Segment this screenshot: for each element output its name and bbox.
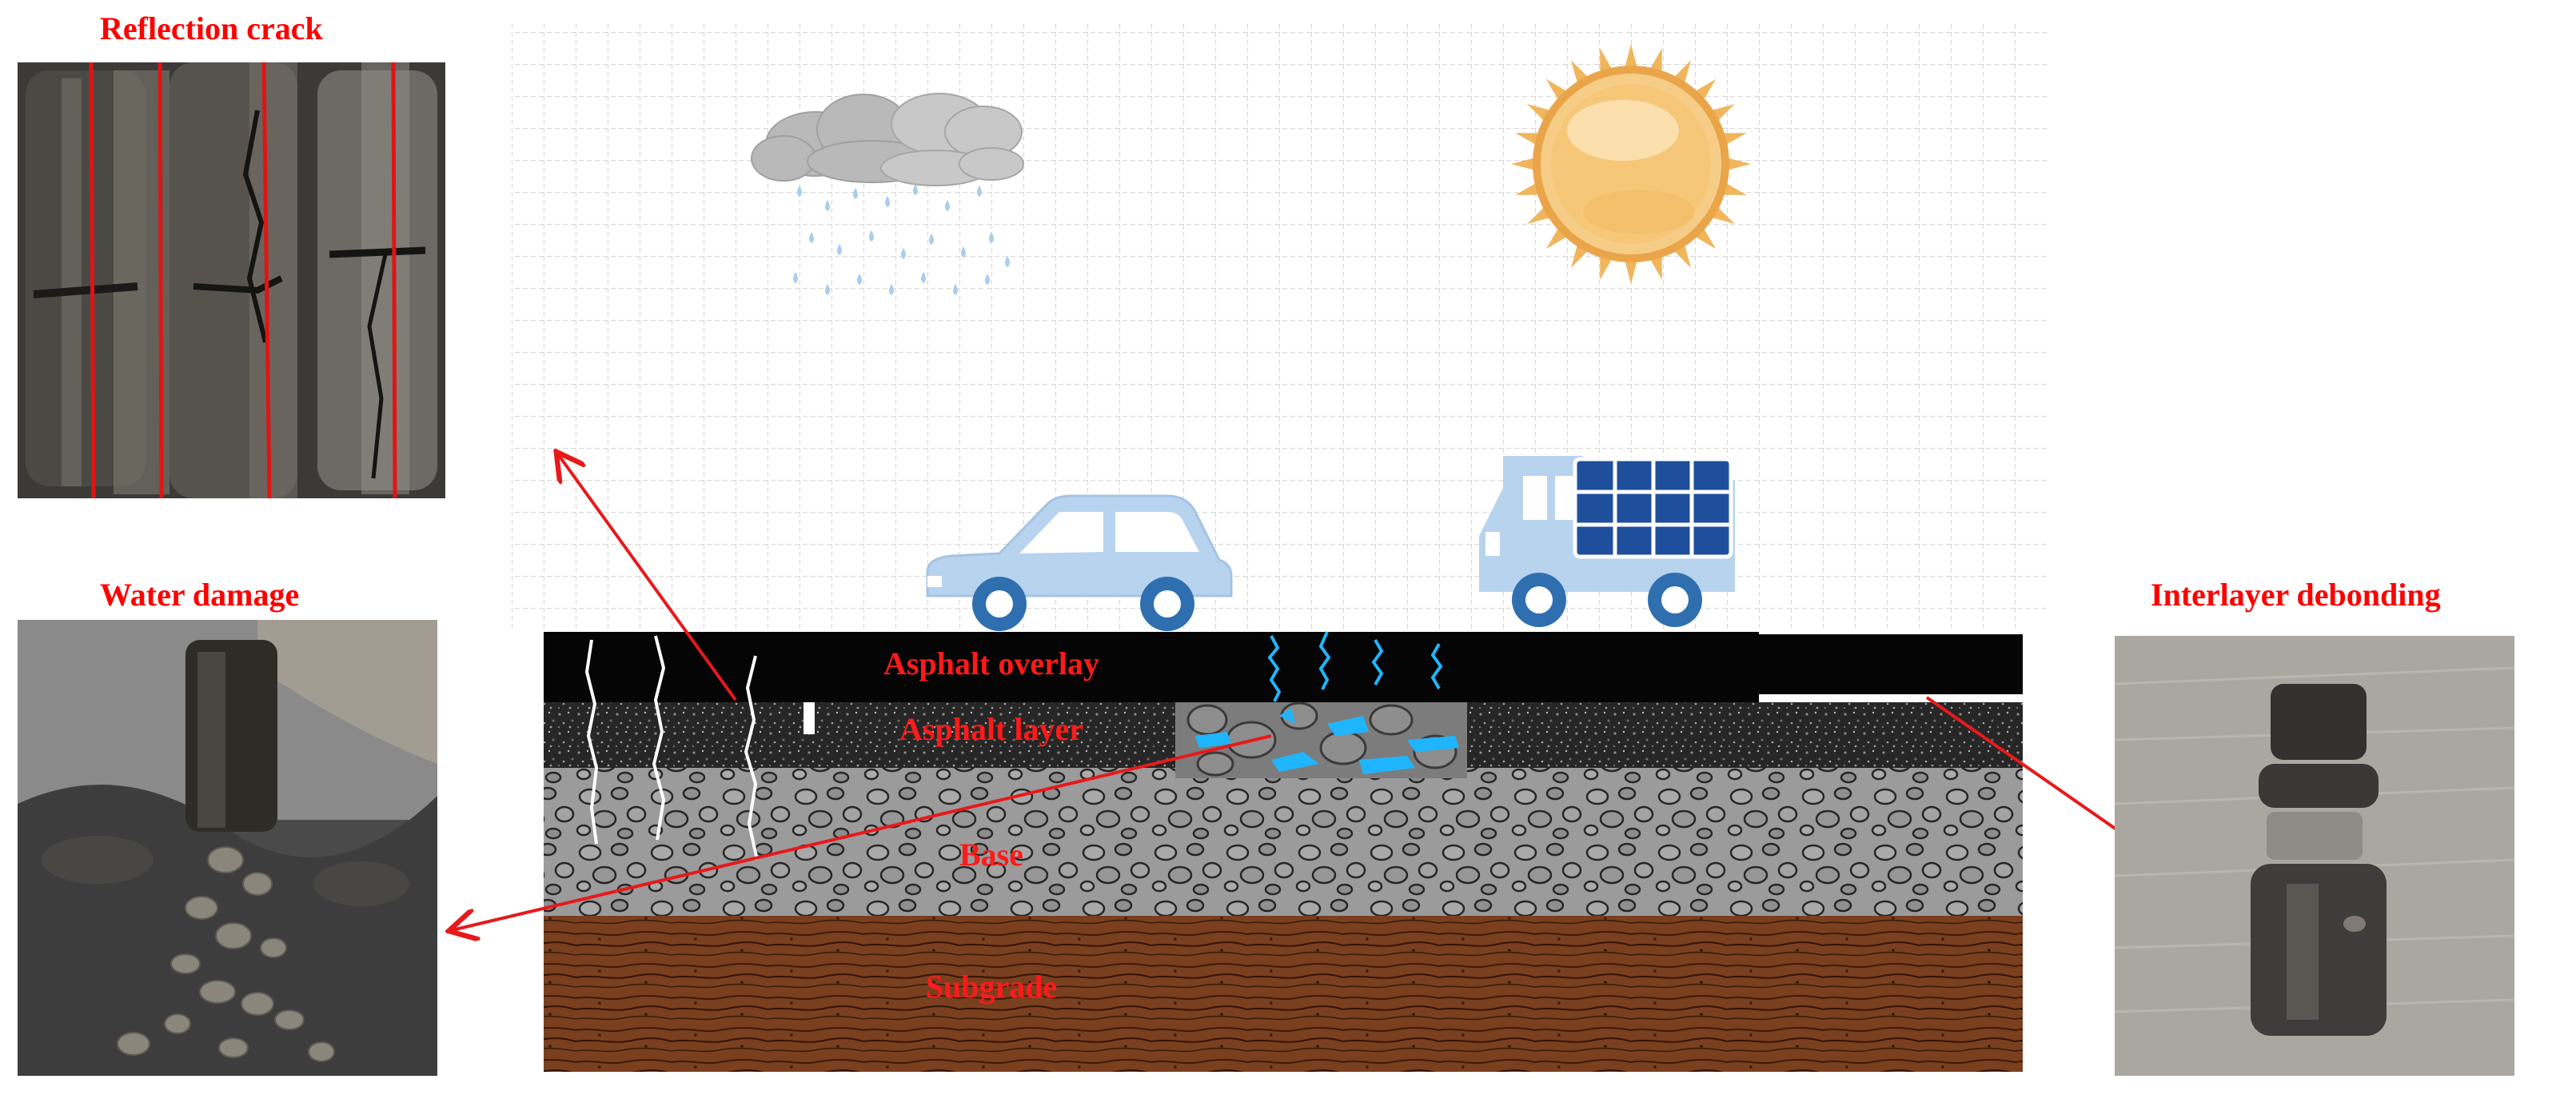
arrow-to-water-damage: [452, 734, 1272, 930]
water-damage-label: Water damage: [100, 577, 300, 613]
subgrade-label: Subgrade: [925, 969, 1058, 1005]
sun-icon: [1511, 44, 1751, 284]
water-damage-zone: [1175, 631, 1467, 778]
interlayer-debonding-photo: [2114, 636, 2515, 1076]
pavement-structure: [544, 628, 2023, 1072]
asphalt-overlay-layer: [544, 632, 2023, 702]
subgrade-layer: [544, 916, 2023, 1072]
grid-background: [512, 24, 2047, 632]
truck-solar-icon: [1479, 456, 1735, 627]
asphalt-overlay-label: Asphalt overlay: [883, 645, 1099, 681]
reflection-crack-photo: [18, 62, 445, 499]
debonding-gap: [1759, 694, 2023, 702]
asphalt-layer-label: Asphalt layer: [899, 711, 1083, 747]
base-layer: [544, 768, 2023, 916]
reflection-crack-label: Reflection crack: [100, 10, 323, 46]
interlayer-debonding-label: Interlayer debonding: [2151, 577, 2441, 613]
base-label: Base: [959, 837, 1023, 873]
water-damage-photo: [18, 620, 437, 1076]
car-icon: [926, 494, 1233, 631]
cloud-rain-icon: [751, 93, 1024, 295]
arrow-to-reflection-crack: [558, 454, 737, 701]
